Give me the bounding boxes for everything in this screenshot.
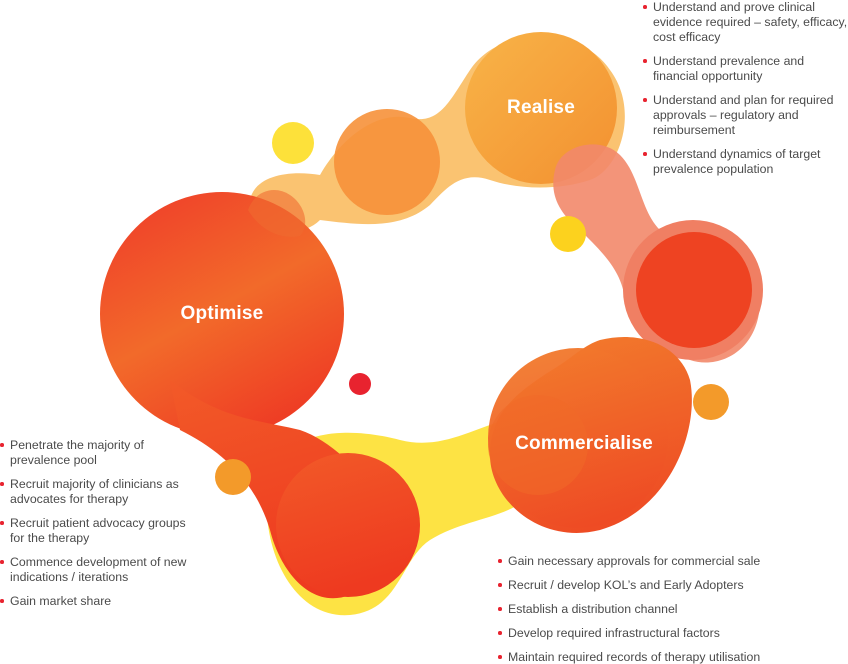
- yellow-dot-top: [272, 122, 314, 164]
- realise-label: Realise: [507, 97, 575, 118]
- optimise-points-list: Penetrate the majority of prevalence poo…: [0, 438, 196, 618]
- commercialise-point: Gain necessary approvals for commercial …: [498, 554, 843, 569]
- realise-points-list: Understand and prove clinical evidence r…: [643, 0, 848, 186]
- optimise-blob-shape: [100, 190, 420, 599]
- realise-point: Understand and plan for required approva…: [643, 93, 848, 138]
- optimise-point: Penetrate the majority of prevalence poo…: [0, 438, 196, 468]
- commercialise-point: Recruit / develop KOL’s and Early Adopte…: [498, 578, 843, 593]
- realise-point: Understand dynamics of target prevalence…: [643, 147, 848, 177]
- optimise-point: Recruit majority of clinicians as advoca…: [0, 477, 196, 507]
- commercialise-point: Establish a distribution channel: [498, 602, 843, 617]
- red-dot: [349, 373, 371, 395]
- optimise-point: Commence development of new indications …: [0, 555, 196, 585]
- orange-dot-right: [693, 384, 729, 420]
- realise-connector-shape: [250, 32, 625, 232]
- orange-dot-left: [215, 459, 251, 495]
- optimise-point: Gain market share: [0, 594, 196, 609]
- yellow-dot-center: [550, 216, 586, 252]
- commercialise-label: Commercialise: [515, 433, 653, 454]
- commercialise-blob-shape: [488, 336, 692, 533]
- salmon-loop-shape: [553, 144, 763, 363]
- commercialise-point: Maintain required records of therapy uti…: [498, 650, 843, 664]
- commercialise-points-list: Gain necessary approvals for commercial …: [498, 554, 843, 664]
- optimise-label: Optimise: [180, 303, 264, 324]
- realise-point: Understand prevalence and financial oppo…: [643, 54, 848, 84]
- realise-point: Understand and prove clinical evidence r…: [643, 0, 848, 45]
- commercialise-point: Develop required infrastructural factors: [498, 626, 843, 641]
- optimise-point: Recruit patient advocacy groups for the …: [0, 516, 196, 546]
